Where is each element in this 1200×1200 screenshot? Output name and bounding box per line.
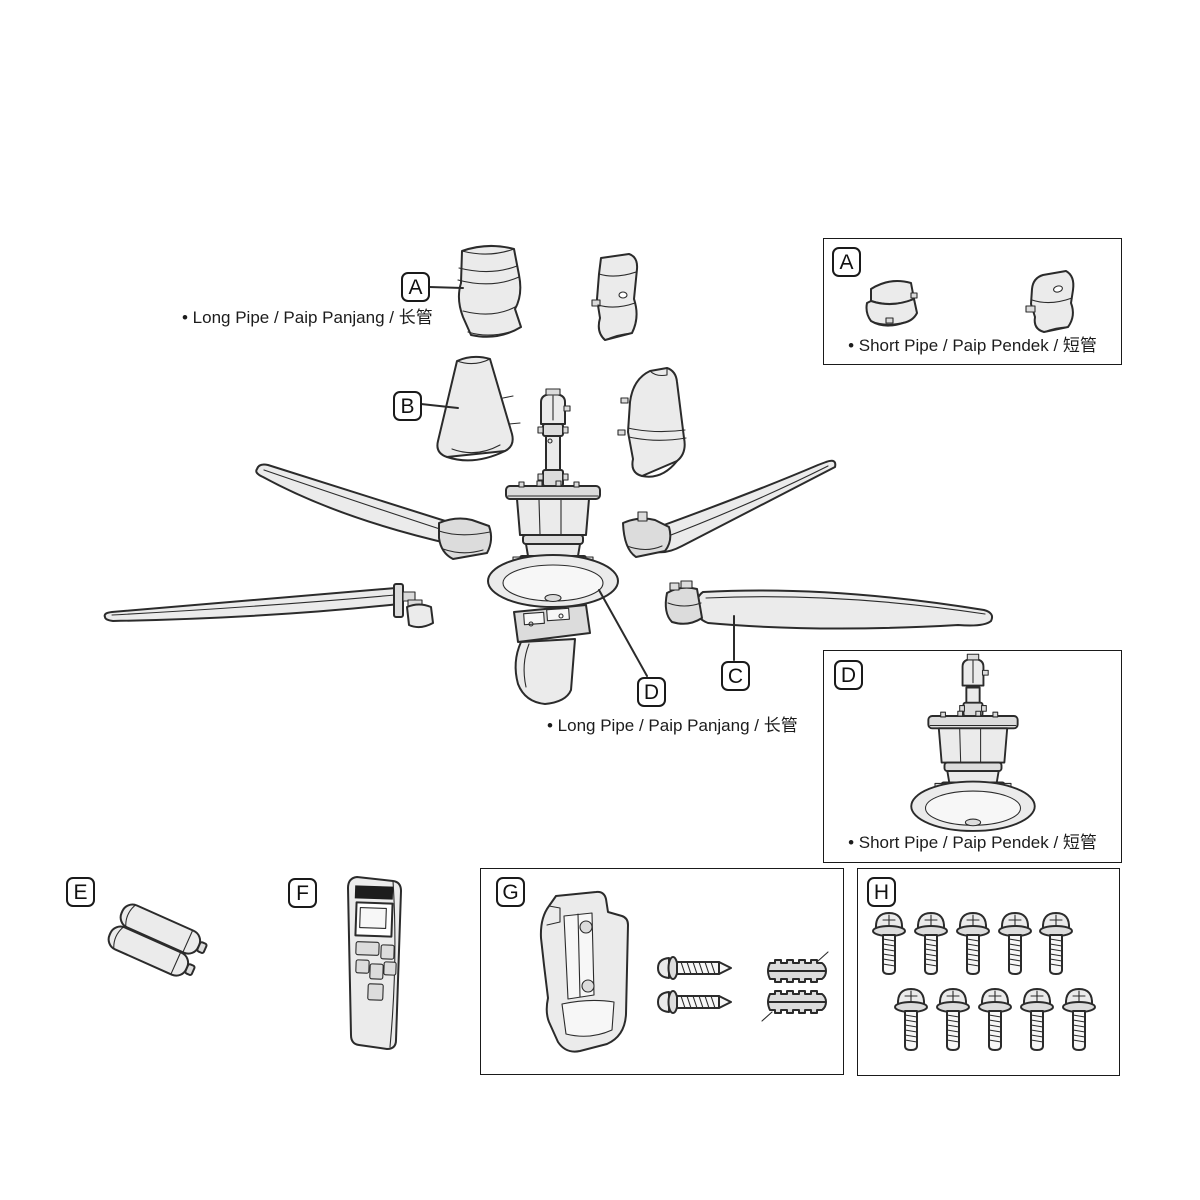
caption-short-pipe-a: • Short Pipe / Paip Pendek / 短管	[848, 336, 1097, 355]
caption-short-pipe-d: • Short Pipe / Paip Pendek / 短管	[848, 833, 1097, 852]
leader-line-d	[598, 589, 648, 677]
label-a-inset-letter: A	[839, 250, 854, 274]
label-a-main: A	[401, 272, 430, 302]
inset-box-short-pipe-cover	[823, 238, 1122, 365]
fan-blade-upper-left	[255, 463, 493, 560]
long-pipe-cover-back	[591, 253, 639, 341]
wall-anchors	[761, 951, 829, 1022]
inset-box-short-pipe-motor	[823, 650, 1122, 863]
fan-blade-left	[103, 583, 434, 629]
box-wall-holder-kit	[480, 868, 844, 1075]
long-pipe-cover-front	[457, 245, 522, 338]
fan-blade-upper-right	[622, 459, 837, 558]
label-d-letter: D	[643, 680, 660, 704]
short-pipe-cover-front	[865, 280, 918, 327]
label-h: H	[867, 877, 896, 907]
long-pipe-cone-back	[617, 367, 687, 478]
label-d-inset: D	[834, 660, 863, 690]
label-f-letter: F	[296, 881, 309, 905]
label-a-inset: A	[832, 247, 861, 277]
caption-long-pipe-top: • Long Pipe / Paip Panjang / 长管	[182, 308, 433, 327]
box-assembly-screws	[857, 868, 1120, 1076]
short-pipe-cover-back	[1025, 270, 1075, 333]
label-d-inset-letter: D	[840, 663, 857, 687]
leader-line-b	[420, 403, 459, 409]
label-g-letter: G	[502, 880, 519, 904]
batteries	[104, 900, 212, 983]
label-a-letter: A	[408, 275, 423, 299]
label-b-letter: B	[400, 394, 415, 418]
leader-line-a	[428, 286, 464, 289]
label-f: F	[288, 878, 317, 908]
label-d-main: D	[637, 677, 666, 707]
long-pipe-cone-front	[436, 355, 521, 462]
label-g: G	[496, 877, 525, 907]
label-b: B	[393, 391, 422, 421]
fan-blade-bottom	[513, 604, 591, 705]
label-h-letter: H	[873, 880, 890, 904]
label-e: E	[66, 877, 95, 907]
label-c-letter: C	[727, 664, 744, 688]
fan-blade-right	[664, 580, 994, 630]
remote-wall-holder	[539, 890, 629, 1053]
label-c: C	[721, 661, 750, 691]
label-e-letter: E	[73, 880, 88, 904]
caption-long-pipe-bottom: • Long Pipe / Paip Panjang / 长管	[547, 716, 798, 735]
remote-control	[347, 876, 402, 1050]
